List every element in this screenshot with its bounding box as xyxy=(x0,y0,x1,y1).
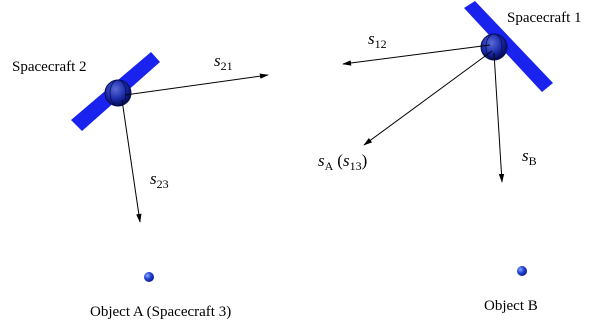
vector-label-sA: sA(s13) xyxy=(318,151,367,173)
object-b-label: Object B xyxy=(484,298,538,314)
arrow-sA xyxy=(363,50,493,146)
spacecraft-1-label: Spacecraft 1 xyxy=(507,10,582,26)
solar-panel-1 xyxy=(464,1,553,92)
object-a-label: Object A (Spacecraft 3) xyxy=(90,304,231,320)
arrow-s21 xyxy=(124,73,269,96)
arrow-s12 xyxy=(342,44,491,66)
spacecraft-2 xyxy=(71,52,160,131)
vector-label-s23: s23 xyxy=(150,169,169,191)
object-a-marker xyxy=(144,272,154,282)
object-b-marker xyxy=(517,266,527,276)
arrow-s23 xyxy=(121,99,142,223)
spacecraft-2-body xyxy=(104,79,132,107)
spacecraft-1 xyxy=(464,1,553,92)
vector-label-sB: sB xyxy=(522,146,537,168)
spacecraft-2-label: Spacecraft 2 xyxy=(12,59,87,75)
vector-label-s12: s12 xyxy=(368,29,387,51)
vector-label-s21: s21 xyxy=(214,51,233,73)
arrow-sB xyxy=(493,52,505,183)
